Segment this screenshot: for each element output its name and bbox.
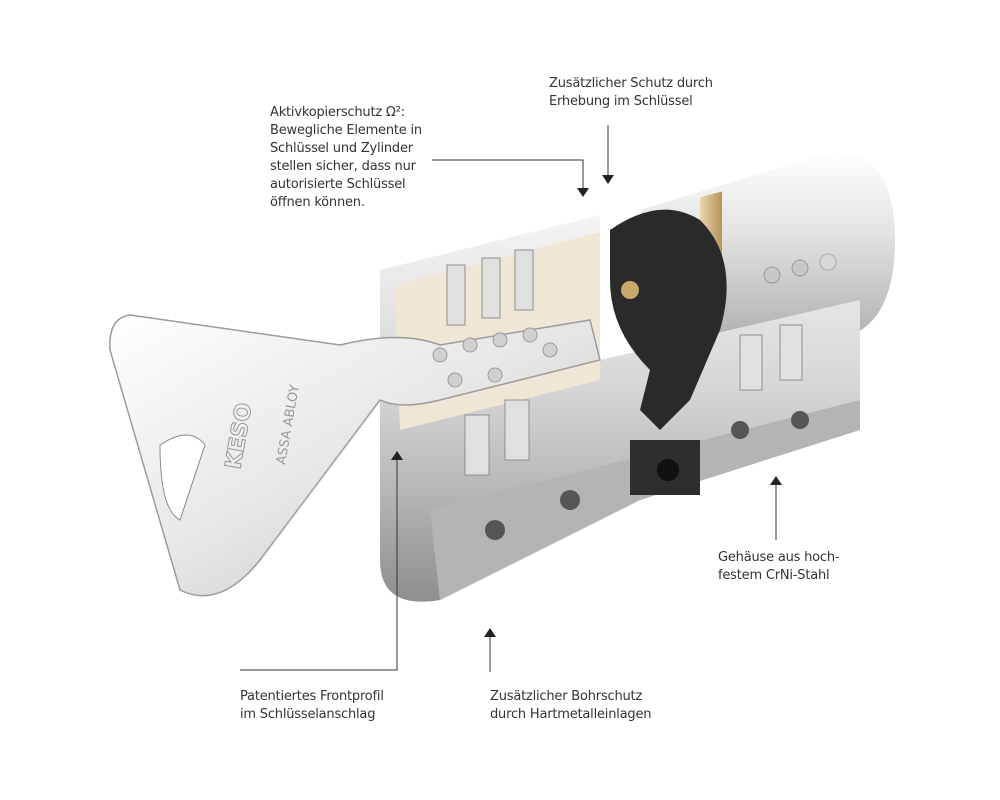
key: KESO ASSA ABLOY xyxy=(109,314,601,597)
arrow-up-icon xyxy=(770,476,782,485)
label-front-profile: Patentiertes Frontprofil im Schlüsselans… xyxy=(240,689,384,722)
cam xyxy=(610,209,727,430)
leader-copy-protection xyxy=(432,159,584,188)
cylinder-housing xyxy=(380,215,860,602)
leader-lines xyxy=(240,125,777,672)
arrowheads xyxy=(391,175,782,637)
label-drill-protection: Zusätzlicher Bohrschutz durch Hartmetall… xyxy=(490,689,652,722)
arrow-up-icon xyxy=(391,451,403,460)
label-copy-protection: Aktivkopierschutz Ω²: Bewegliche Element… xyxy=(270,105,422,210)
arrow-up-icon xyxy=(484,628,496,637)
label-housing: Gehäuse aus hoch- festem CrNi-Stahl xyxy=(718,550,840,583)
arrow-down-icon xyxy=(577,188,589,197)
label-key-elevation: Zusätzlicher Schutz durch Erhebung im Sc… xyxy=(549,76,713,109)
arrow-down-icon xyxy=(602,175,614,184)
leader-front-profile xyxy=(240,460,398,671)
